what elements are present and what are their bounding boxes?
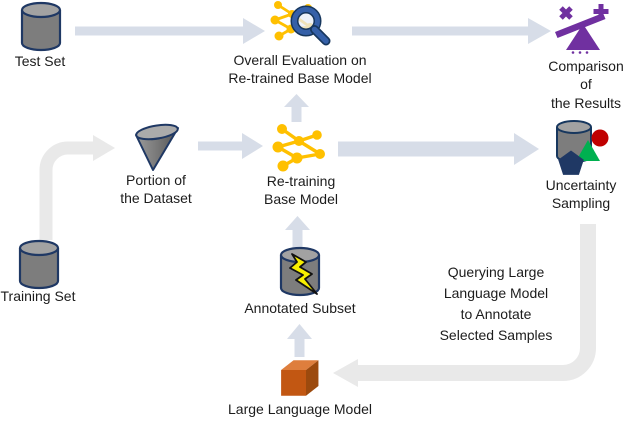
arrow-uncertainty-to-llm: [333, 224, 596, 387]
arrow-annotated-to-retraining: [285, 216, 310, 247]
training-set-label: Training Set: [0, 288, 76, 304]
database-lightning-icon: [279, 246, 321, 297]
arrow-retraining-to-uncertainty: [338, 133, 539, 165]
querying-llm-label: Querying Large Language Model to Annotat…: [439, 264, 553, 343]
cube-icon: [281, 360, 319, 396]
test-set-label: Test Set: [14, 53, 66, 69]
uncertainty-label: Uncertainty Sampling: [545, 177, 617, 212]
arrow-test-to-evaluation: [75, 18, 265, 44]
comparison-label: Comparison of the Results: [548, 58, 624, 111]
arrow-training-to-portion: [39, 135, 115, 240]
arrow-portion-to-retraining: [198, 133, 263, 159]
overall-evaluation-label: Overall Evaluation on Re-trained Base Mo…: [228, 52, 372, 87]
database-icon: [20, 1, 62, 52]
retraining-label: Re-training Base Model: [264, 173, 338, 208]
database-icon: [18, 239, 60, 290]
balance-scale-icon: [555, 4, 609, 54]
funnel-icon: [135, 123, 179, 171]
arrow-llm-to-annotated: [287, 324, 312, 357]
network-icon: [272, 124, 325, 172]
network-magnifier-icon: [270, 1, 331, 46]
arrow-evaluation-to-comparison: [352, 18, 551, 44]
annotated-subset-label: Annotated Subset: [244, 300, 356, 316]
sampling-shapes-icon: [556, 120, 609, 175]
arrow-retraining-to-evaluation: [284, 94, 309, 122]
portion-label: Portion of the Dataset: [120, 172, 192, 207]
llm-label: Large Language Model: [227, 401, 373, 417]
